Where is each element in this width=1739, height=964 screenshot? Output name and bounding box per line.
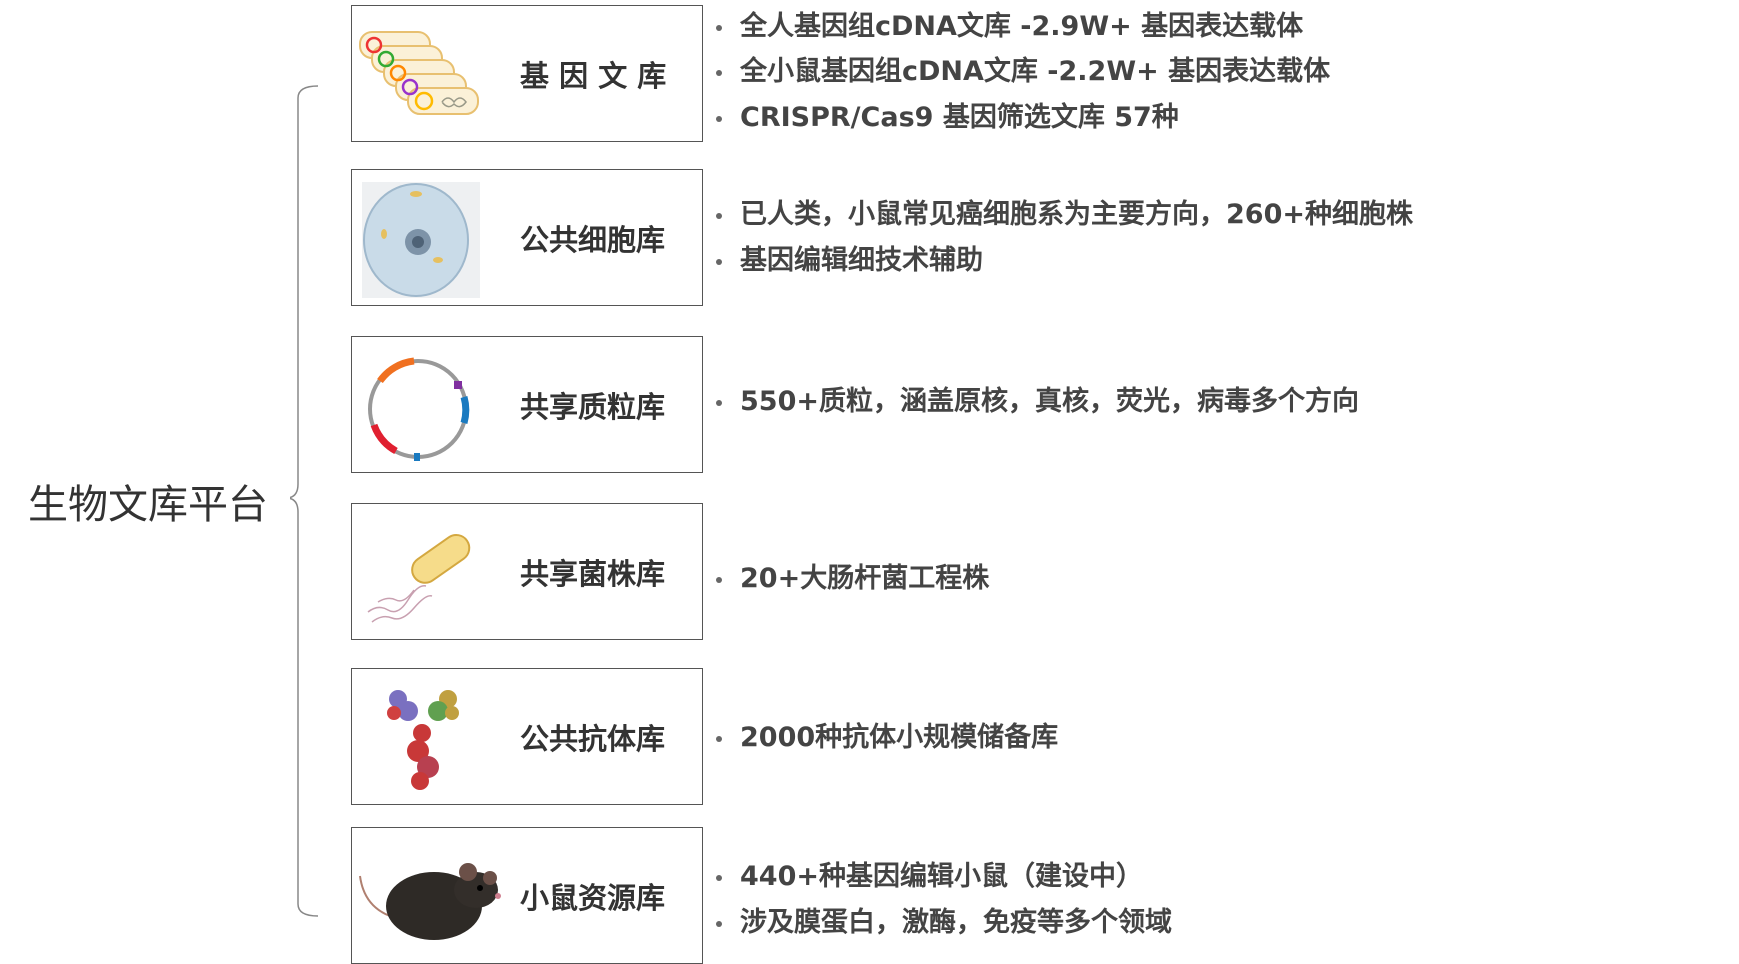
category-label: 小鼠资源库 bbox=[520, 880, 666, 915]
bullet-item: 440+种基因编辑小鼠（建设中） bbox=[716, 860, 1143, 894]
cell-icon bbox=[362, 182, 480, 298]
mouse-icon bbox=[359, 863, 501, 940]
bullet-item: 基因编辑细技术辅助 bbox=[716, 244, 983, 278]
bullet-item: 涉及膜蛋白，激酶，免疫等多个领域 bbox=[716, 906, 1172, 940]
category-label: 共享菌株库 bbox=[520, 556, 666, 591]
bullet-item: 已人类，小鼠常见癌细胞系为主要方向，260+种细胞株 bbox=[716, 198, 1413, 232]
bullet-item: 20+大肠杆菌工程株 bbox=[716, 562, 989, 596]
plasmid-icon bbox=[368, 357, 470, 461]
bullet-item: 2000种抗体小规模储备库 bbox=[716, 721, 1058, 755]
category-strain-library: 共享菌株库 bbox=[351, 503, 703, 640]
category-plasmid-library: 共享质粒库 bbox=[351, 336, 703, 473]
bullet-item: CRISPR/Cas9 基因筛选文库 57种 bbox=[716, 101, 1179, 135]
category-mouse-library: 小鼠资源库 bbox=[351, 827, 703, 964]
bacterium-icon bbox=[367, 533, 471, 623]
category-cell-library: 公共细胞库 bbox=[351, 169, 703, 306]
category-label: 共享质粒库 bbox=[520, 389, 666, 424]
bullet-item: 全小鼠基因组cDNA文库 -2.2W+ 基因表达载体 bbox=[716, 55, 1330, 89]
platform-title: 生物文库平台 bbox=[28, 482, 268, 528]
bullet-item: 全人基因组cDNA文库 -2.9W+ 基因表达载体 bbox=[716, 10, 1303, 44]
antibody-icon bbox=[387, 690, 459, 790]
bracket-connector bbox=[290, 85, 319, 917]
category-antibody-library: 公共抗体库 bbox=[351, 668, 703, 805]
category-label: 基 因 文 库 bbox=[520, 58, 667, 93]
category-label: 公共细胞库 bbox=[520, 222, 666, 257]
bullet-item: 550+质粒，涵盖原核，真核，荧光，病毒多个方向 bbox=[716, 385, 1359, 419]
category-label: 公共抗体库 bbox=[520, 721, 666, 756]
category-gene-library: 基 因 文 库 bbox=[351, 5, 703, 142]
plasmid-library-icon bbox=[359, 31, 479, 115]
